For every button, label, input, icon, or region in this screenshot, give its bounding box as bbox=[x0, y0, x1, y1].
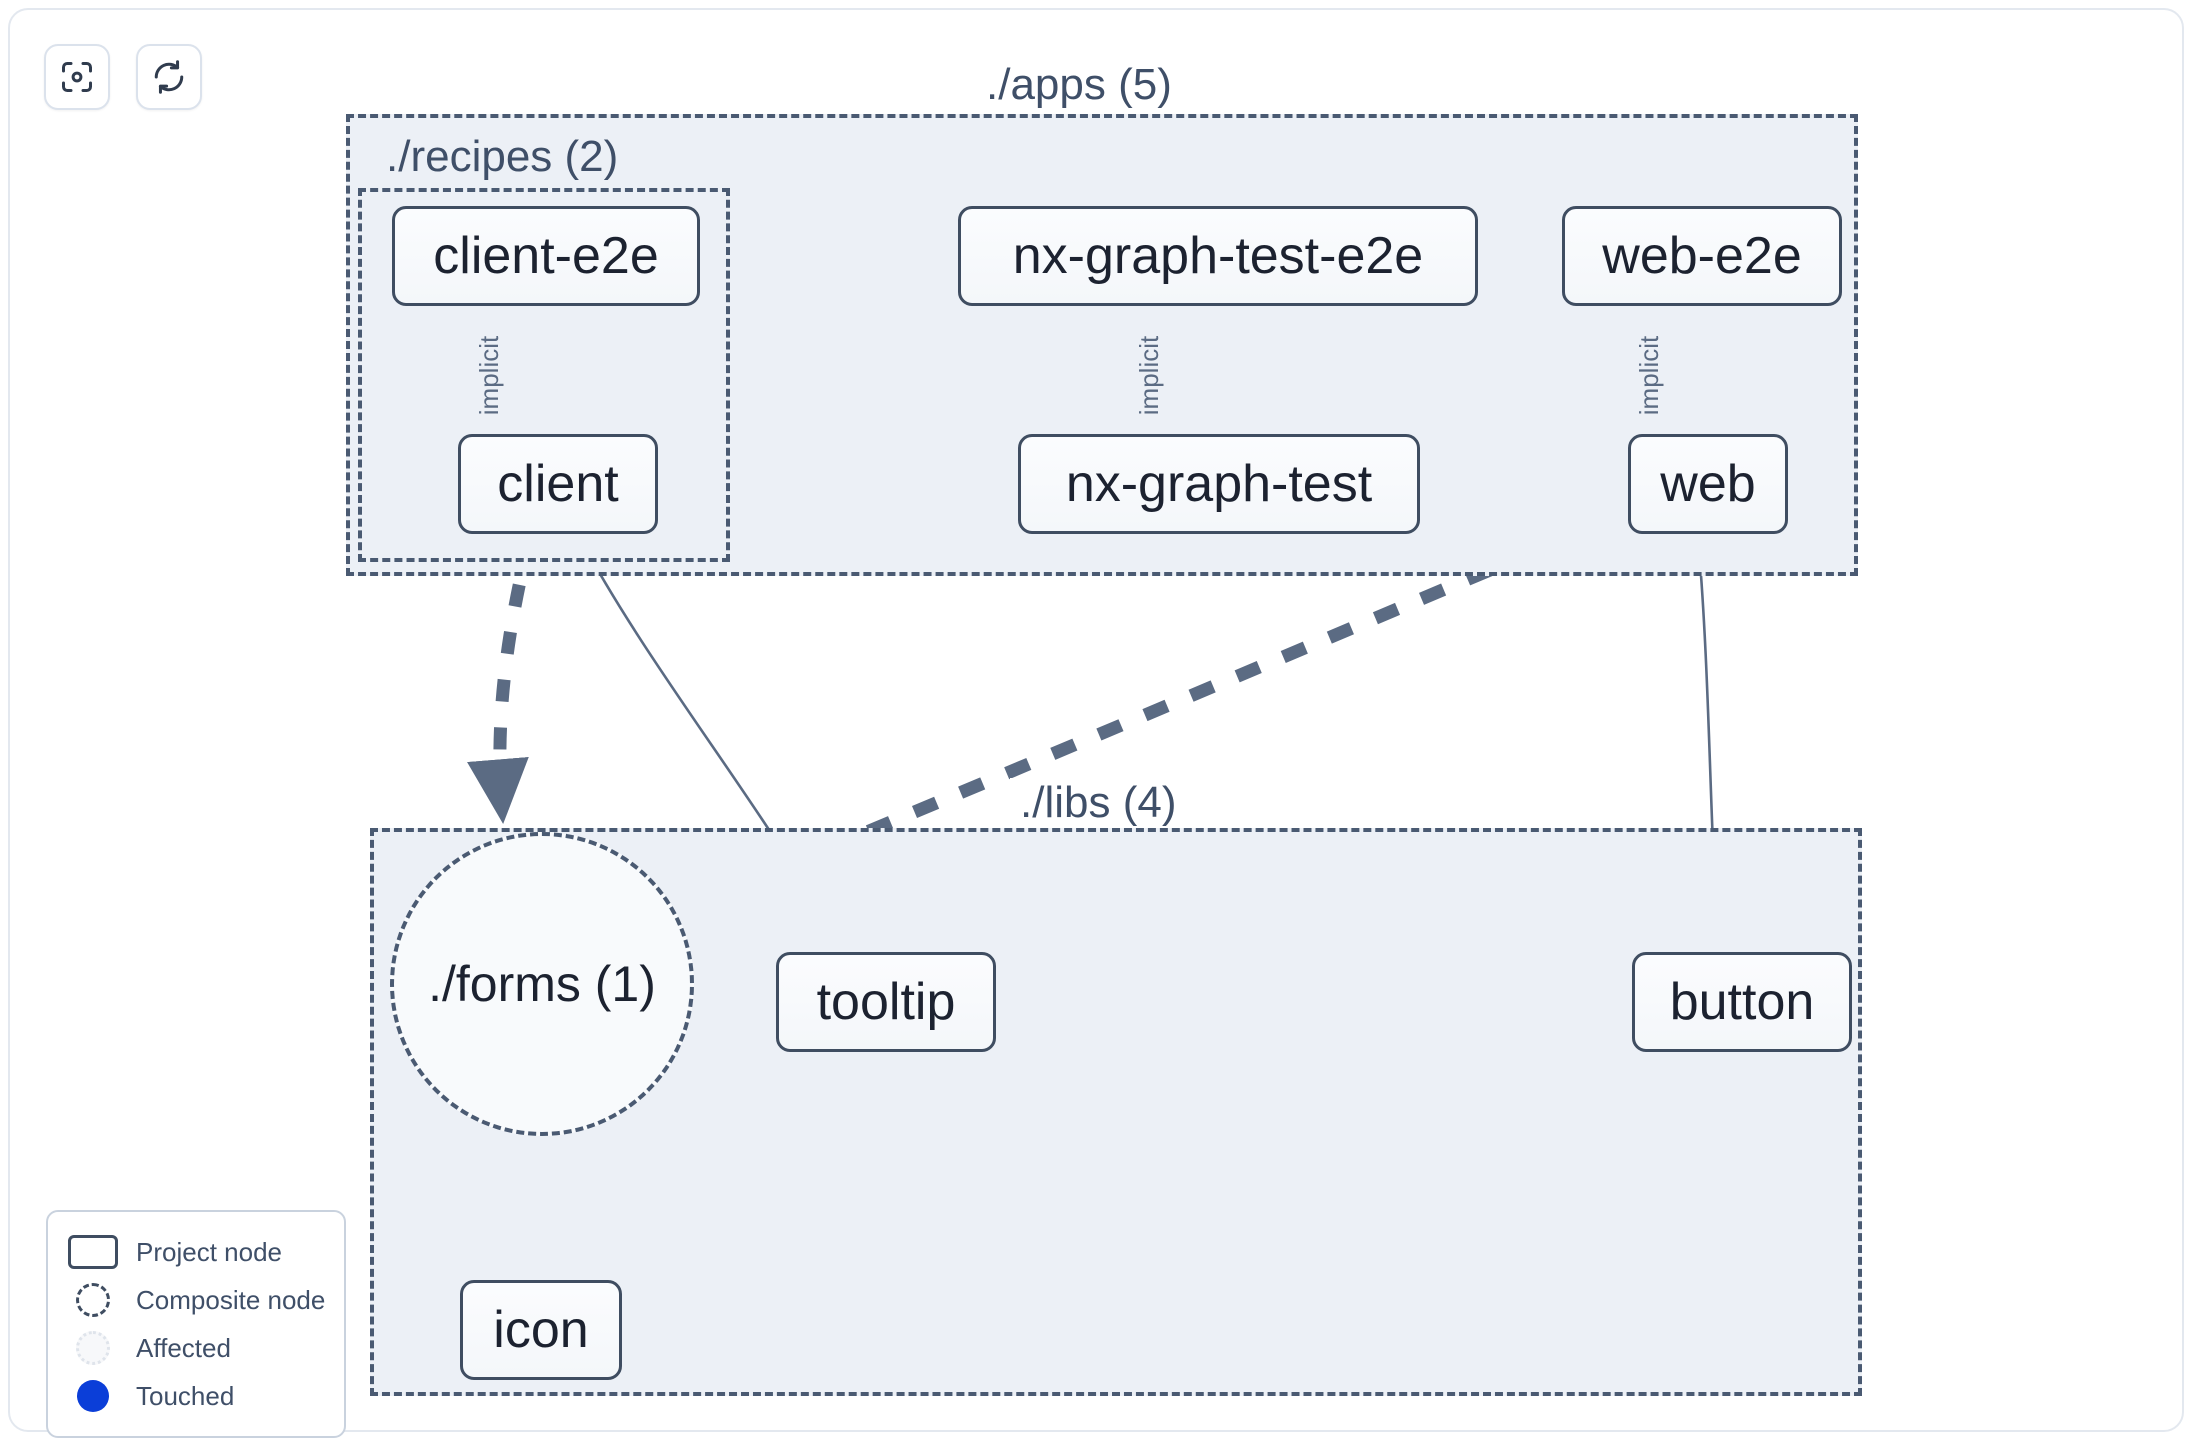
node-label: web-e2e bbox=[1602, 227, 1802, 285]
legend-item-affected: Affected bbox=[68, 1324, 324, 1372]
composite-node-swatch-icon bbox=[68, 1283, 118, 1317]
node-label: nx-graph-test-e2e bbox=[1012, 227, 1424, 285]
graph-node-button[interactable]: button bbox=[1632, 952, 1852, 1052]
graph-canvas-card: ./apps (5) ./recipes (2) ./libs (4) clie… bbox=[8, 8, 2184, 1438]
edge-client-to-forms bbox=[467, 536, 537, 825]
refresh-icon bbox=[151, 59, 187, 95]
legend-item-composite-node: Composite node bbox=[68, 1276, 326, 1324]
graph-node-nx-graph-test-e2e[interactable]: nx-graph-test-e2e bbox=[958, 206, 1478, 306]
legend-item-touched: Touched bbox=[68, 1372, 324, 1420]
graph-node-client[interactable]: client bbox=[458, 434, 658, 534]
graph-node-forms-composite[interactable]: ./forms (1) bbox=[390, 832, 694, 1136]
legend-item-project-node: Project node bbox=[68, 1228, 324, 1276]
node-label: client bbox=[497, 455, 619, 513]
group-label-libs: ./libs (4) bbox=[1010, 778, 1187, 828]
refresh-graph-button[interactable] bbox=[136, 44, 202, 110]
graph-toolbar bbox=[44, 44, 202, 110]
focus-target-icon bbox=[59, 59, 95, 95]
touched-swatch-icon bbox=[68, 1379, 118, 1413]
group-label-recipes: ./recipes (2) bbox=[386, 132, 619, 181]
node-label: web bbox=[1660, 455, 1756, 513]
project-node-swatch-icon bbox=[68, 1235, 118, 1269]
edge-label-implicit-web: implicit bbox=[1634, 335, 1665, 416]
graph-legend: Project node Composite node Affected Tou… bbox=[46, 1210, 346, 1438]
node-label: tooltip bbox=[816, 973, 956, 1031]
graph-node-web-e2e[interactable]: web-e2e bbox=[1562, 206, 1842, 306]
edge-label-implicit-client: implicit bbox=[474, 335, 505, 416]
node-label: nx-graph-test bbox=[1065, 455, 1373, 513]
affected-swatch-icon bbox=[68, 1331, 118, 1365]
graph-node-nx-graph-test[interactable]: nx-graph-test bbox=[1018, 434, 1420, 534]
node-label: button bbox=[1669, 973, 1815, 1031]
graph-node-web[interactable]: web bbox=[1628, 434, 1788, 534]
legend-label: Composite node bbox=[136, 1284, 326, 1315]
graph-node-client-e2e[interactable]: client-e2e bbox=[392, 206, 700, 306]
node-label: client-e2e bbox=[433, 227, 659, 285]
node-label: ./forms (1) bbox=[428, 956, 656, 1012]
legend-label: Affected bbox=[136, 1332, 231, 1363]
edge-label-implicit-nx-graph-test: implicit bbox=[1134, 335, 1165, 416]
node-label: icon bbox=[493, 1301, 589, 1359]
legend-label: Project node bbox=[136, 1236, 282, 1267]
graph-node-tooltip[interactable]: tooltip bbox=[776, 952, 996, 1052]
graph-node-icon[interactable]: icon bbox=[460, 1280, 622, 1380]
group-label-apps: ./apps (5) bbox=[976, 60, 1182, 110]
focus-graph-button[interactable] bbox=[44, 44, 110, 110]
legend-label: Touched bbox=[136, 1380, 235, 1411]
